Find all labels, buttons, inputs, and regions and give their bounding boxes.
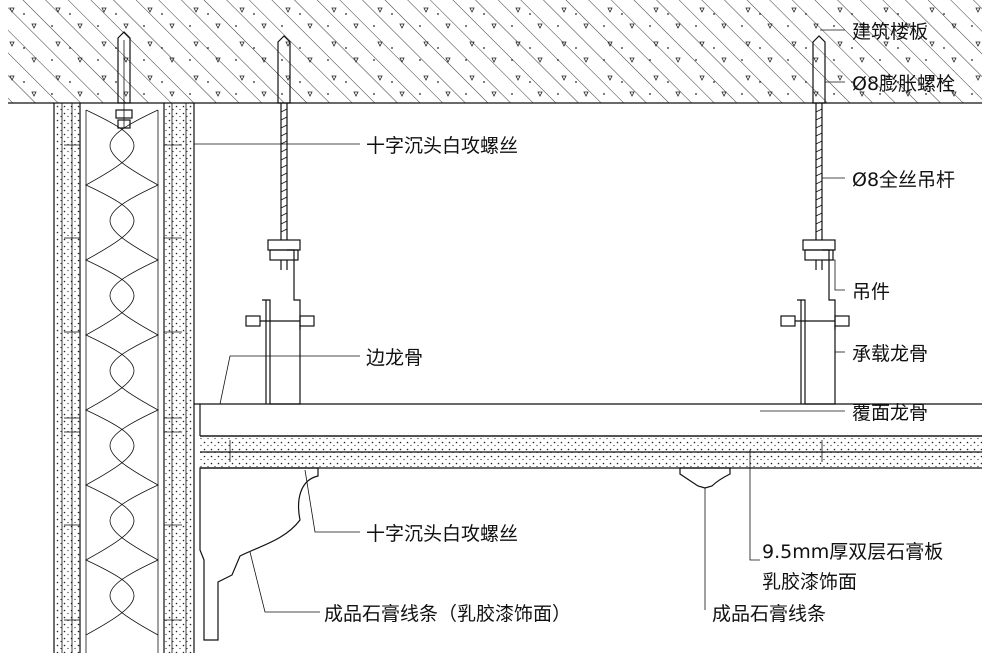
hanger-right — [780, 249, 850, 405]
label-cornice-plain: 成品石膏线条 — [712, 602, 826, 625]
leader-lines — [194, 29, 845, 613]
wall-section — [53, 103, 195, 653]
label-floor-slab: 建筑楼板 — [852, 21, 928, 43]
hanger-left — [245, 249, 315, 405]
anchor-bolt-right — [802, 35, 836, 270]
anchor-bolt-left — [267, 35, 301, 270]
label-screw-top: 十字沉头白攻螺丝 — [366, 135, 518, 157]
label-edge-keel: 边龙骨 — [366, 347, 423, 369]
label-cover-keel: 覆面龙骨 — [852, 402, 928, 424]
label-gypsum-board-line2: 乳胶漆饰面 — [762, 571, 857, 593]
label-expansion-bolt: Ø8膨胀螺栓 — [852, 73, 955, 95]
gypsum-board — [200, 435, 982, 469]
label-threaded-rod: Ø8全丝吊杆 — [852, 169, 955, 191]
label-gypsum-board-line1: 9.5mm厚双层石膏板 — [762, 540, 943, 563]
cornice-finished — [199, 467, 319, 641]
cornice-plain — [679, 467, 731, 489]
label-screw-bottom: 十字沉头白攻螺丝 — [366, 523, 518, 545]
label-cornice-finished: 成品石膏线条（乳胶漆饰面） — [324, 602, 571, 625]
anchor-bolt-wall — [115, 31, 133, 129]
floor-slab — [8, 0, 982, 104]
label-main-keel: 承载龙骨 — [852, 343, 928, 365]
label-hanger: 吊件 — [852, 281, 890, 303]
